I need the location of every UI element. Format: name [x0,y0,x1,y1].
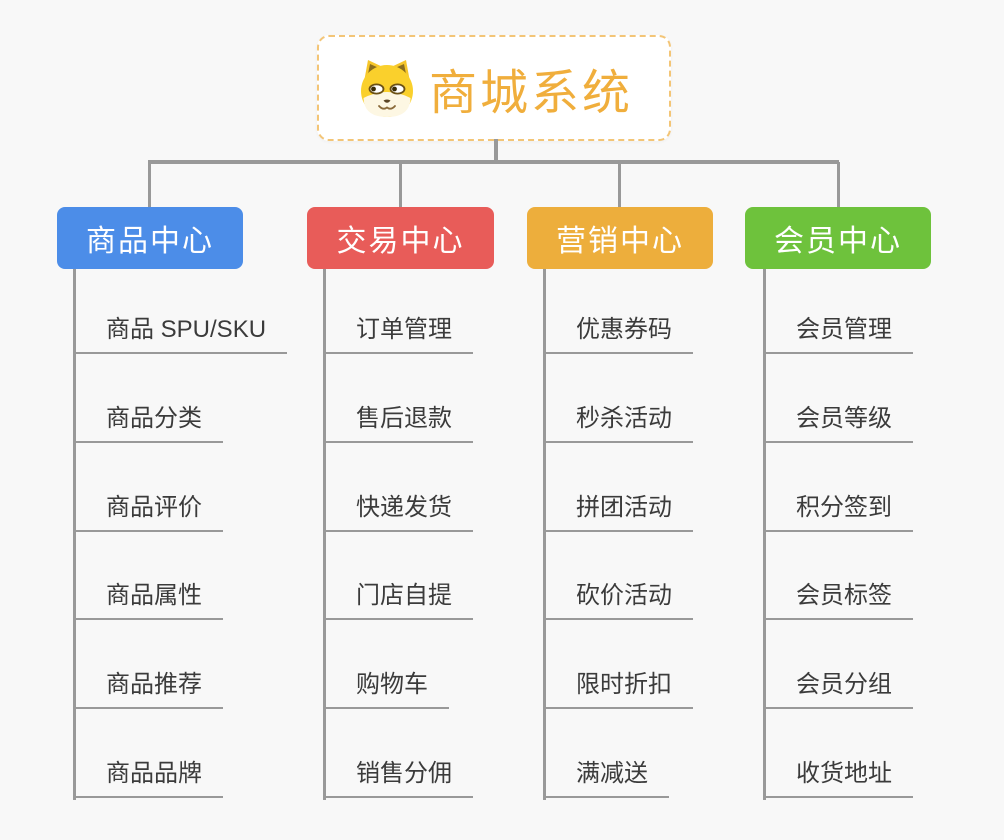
branch-node-trade-center[interactable]: 交易中心 [307,207,494,269]
leaf-node[interactable]: 商品属性 [73,581,223,620]
leaf-node[interactable]: 限时折扣 [543,670,693,709]
leaf-node[interactable]: 收货地址 [763,759,913,798]
branch-column-member: 会员管理 会员等级 积分签到 会员标签 会员分组 收货地址 [763,269,998,809]
connector-drop [618,162,621,208]
root-title: 商城系统 [428,67,633,120]
leaf-node[interactable]: 快递发货 [323,493,473,532]
leaf-node[interactable]: 拼团活动 [543,493,693,532]
leaf-node[interactable]: 商品评价 [73,493,223,532]
leaf-node[interactable]: 会员标签 [763,581,913,620]
leaf-node[interactable]: 订单管理 [323,315,473,354]
leaf-node[interactable]: 砍价活动 [543,581,693,620]
connector-drop [399,162,402,208]
connector-drop [148,162,151,208]
leaf-node[interactable]: 满减送 [543,759,669,798]
leaf-node[interactable]: 商品 SPU/SKU [73,315,288,354]
connector-spine [543,269,546,800]
connector-spine [73,269,76,800]
root-node[interactable]: 商城系统 [317,35,671,141]
branch-node-product-center[interactable]: 商品中心 [57,207,243,269]
connector-drop [837,162,840,208]
leaf-node[interactable]: 销售分佣 [323,759,473,798]
leaf-node[interactable]: 售后退款 [323,404,473,443]
dog-face-icon [360,60,413,117]
leaf-node[interactable]: 会员管理 [763,315,913,354]
branch-node-member-center[interactable]: 会员中心 [745,207,931,269]
branch-node-marketing-center[interactable]: 营销中心 [527,207,713,269]
leaf-node[interactable]: 会员等级 [763,404,913,443]
connector-spine [323,269,326,800]
connector-horizontal [148,160,839,164]
leaf-node[interactable]: 会员分组 [763,670,913,709]
branch-column-product: 商品 SPU/SKU 商品分类 商品评价 商品属性 商品推荐 商品品牌 [73,269,308,809]
leaf-node[interactable]: 商品推荐 [73,670,223,709]
leaf-node[interactable]: 门店自提 [323,581,473,620]
leaf-node[interactable]: 商品分类 [73,404,223,443]
leaf-node[interactable]: 优惠券码 [543,315,693,354]
branch-column-trade: 订单管理 售后退款 快递发货 门店自提 购物车 销售分佣 [323,269,558,809]
leaf-node[interactable]: 积分签到 [763,493,913,532]
leaf-node[interactable]: 秒杀活动 [543,404,693,443]
leaf-node[interactable]: 购物车 [323,670,449,709]
connector-root-stem [494,139,498,163]
leaf-node[interactable]: 商品品牌 [73,759,223,798]
connector-spine [763,269,766,800]
branch-column-marketing: 优惠券码 秒杀活动 拼团活动 砍价活动 限时折扣 满减送 [543,269,778,809]
